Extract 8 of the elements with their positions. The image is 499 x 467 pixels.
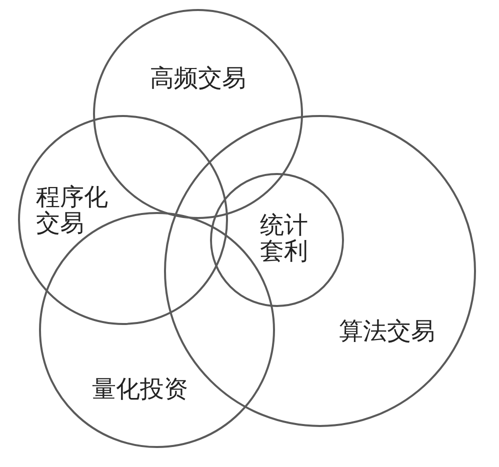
set-label: 量化投资 [92, 376, 188, 402]
set-circle [210, 173, 344, 307]
set-label: 程序化交易 [36, 184, 109, 236]
set-circle [18, 115, 228, 325]
set-circle [164, 115, 476, 427]
set-label: 统计套利 [260, 212, 309, 264]
set-label: 高频交易 [150, 65, 246, 91]
set-label: 算法交易 [339, 318, 435, 344]
